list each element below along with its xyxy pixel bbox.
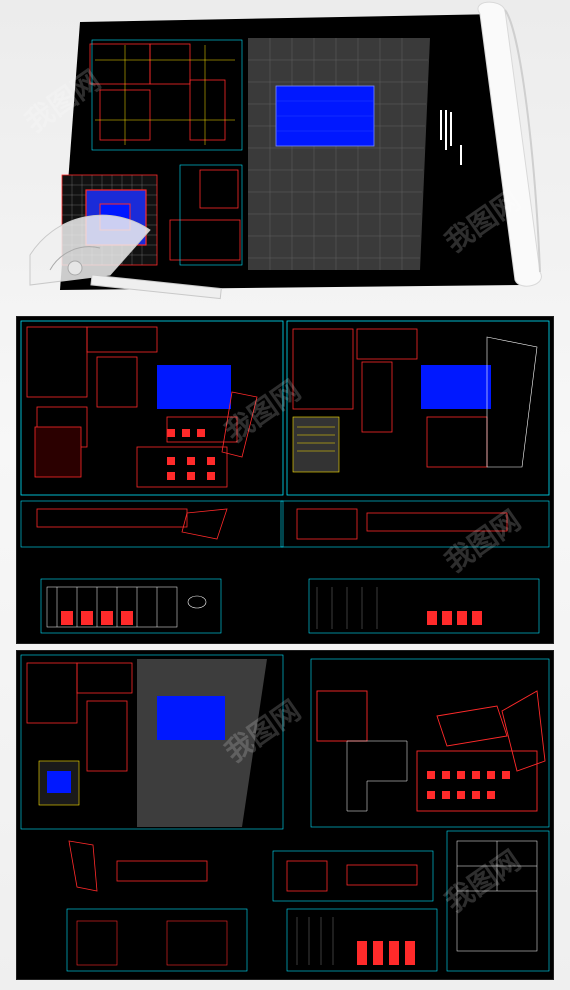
tiled-floor-area bbox=[248, 38, 430, 270]
sheet-b-plan-walls bbox=[316, 690, 546, 812]
plan-a-pool bbox=[157, 365, 231, 409]
detail-sheet-b bbox=[16, 650, 554, 980]
detail-sheet-a bbox=[16, 316, 554, 644]
sheet-b-tiled-floor bbox=[137, 659, 267, 827]
hero-blueprint-svg bbox=[29, 1, 542, 300]
plan-b-pool bbox=[421, 365, 491, 409]
detail-sheet-a-svg bbox=[20, 320, 550, 634]
plan-b-walls bbox=[292, 328, 488, 468]
hero-blueprint-sheet bbox=[0, 0, 570, 300]
hero-room-walls bbox=[89, 43, 241, 261]
sheet-b-pool bbox=[157, 696, 225, 740]
elevation-a bbox=[40, 578, 222, 634]
plan-a-walls bbox=[26, 326, 238, 488]
elevation-b bbox=[308, 578, 540, 634]
detail-sheet-b-svg bbox=[20, 654, 550, 972]
protractor-icon bbox=[29, 214, 222, 300]
